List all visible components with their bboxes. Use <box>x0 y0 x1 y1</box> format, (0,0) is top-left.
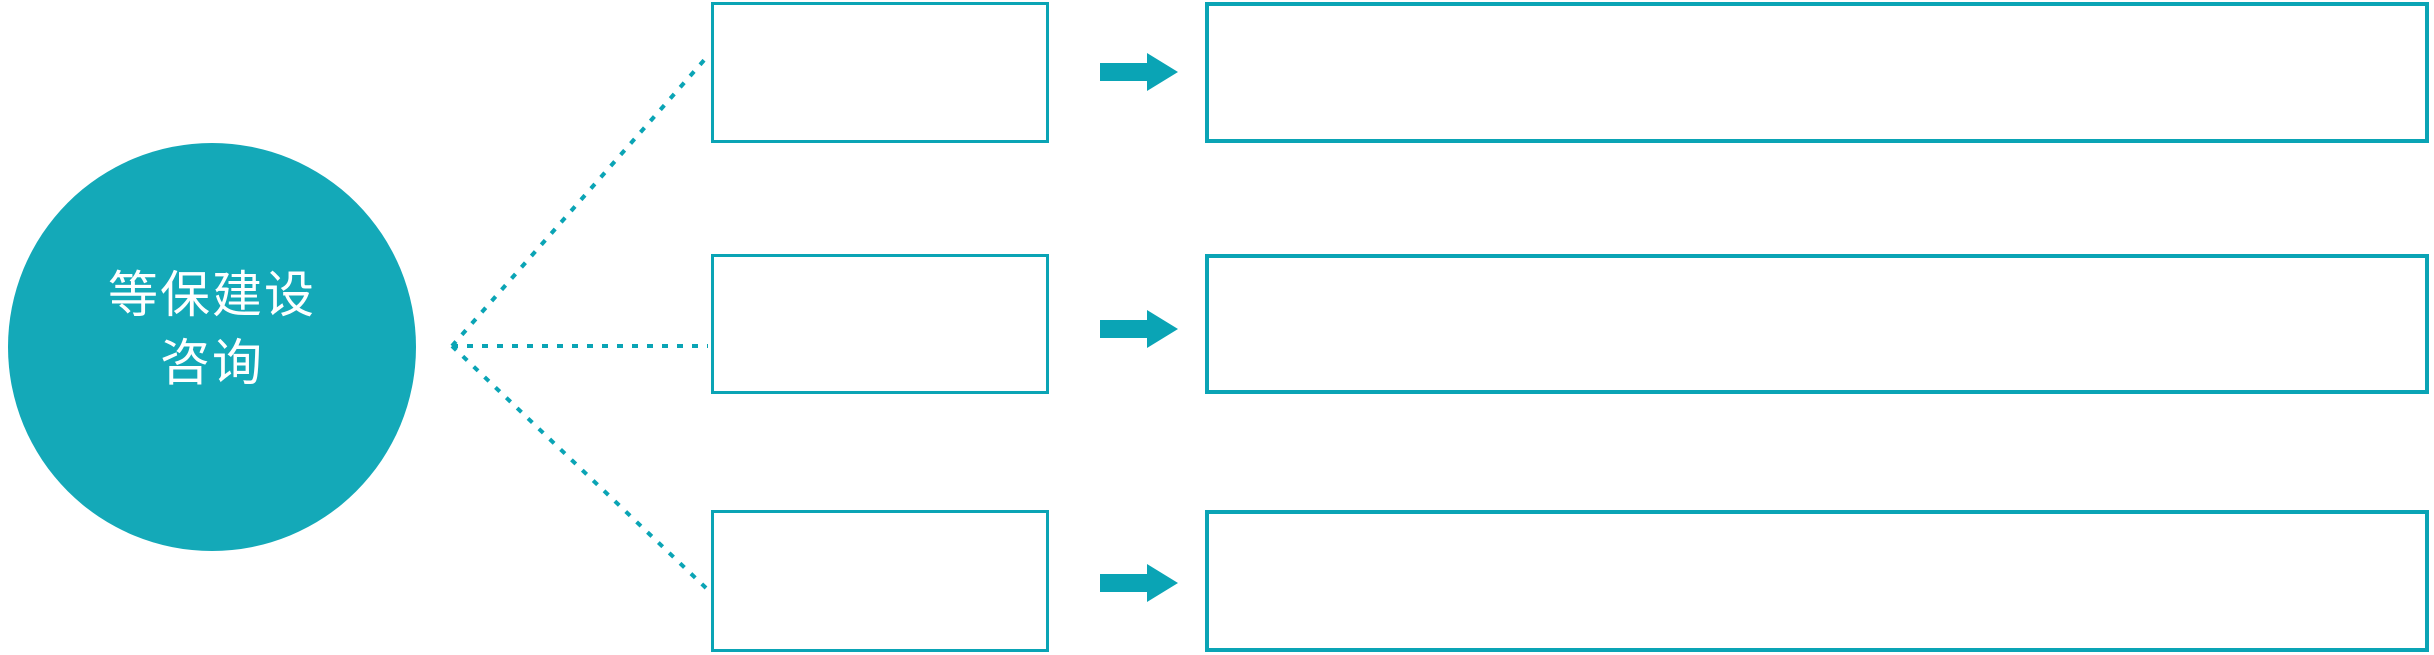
right-arrow-icon-2 <box>1100 310 1178 348</box>
hub-circle: 等保建设 咨询 <box>8 143 416 551</box>
hub-label-line1: 等保建设 <box>108 267 316 323</box>
detail-box-1 <box>1205 2 2429 143</box>
detail-box-3 <box>1205 510 2429 652</box>
detail-box-2 <box>1205 254 2429 394</box>
dashed-connector-top <box>450 56 708 348</box>
hub-label: 等保建设 咨询 <box>108 261 316 397</box>
branch-box-3 <box>711 510 1049 652</box>
branch-box-1 <box>711 2 1049 143</box>
hub-label-line2: 咨询 <box>160 335 264 391</box>
right-arrow-icon-3 <box>1100 564 1178 602</box>
dashed-connector-bottom <box>450 344 708 590</box>
branch-box-2 <box>711 254 1049 394</box>
right-arrow-icon-1 <box>1100 53 1178 91</box>
